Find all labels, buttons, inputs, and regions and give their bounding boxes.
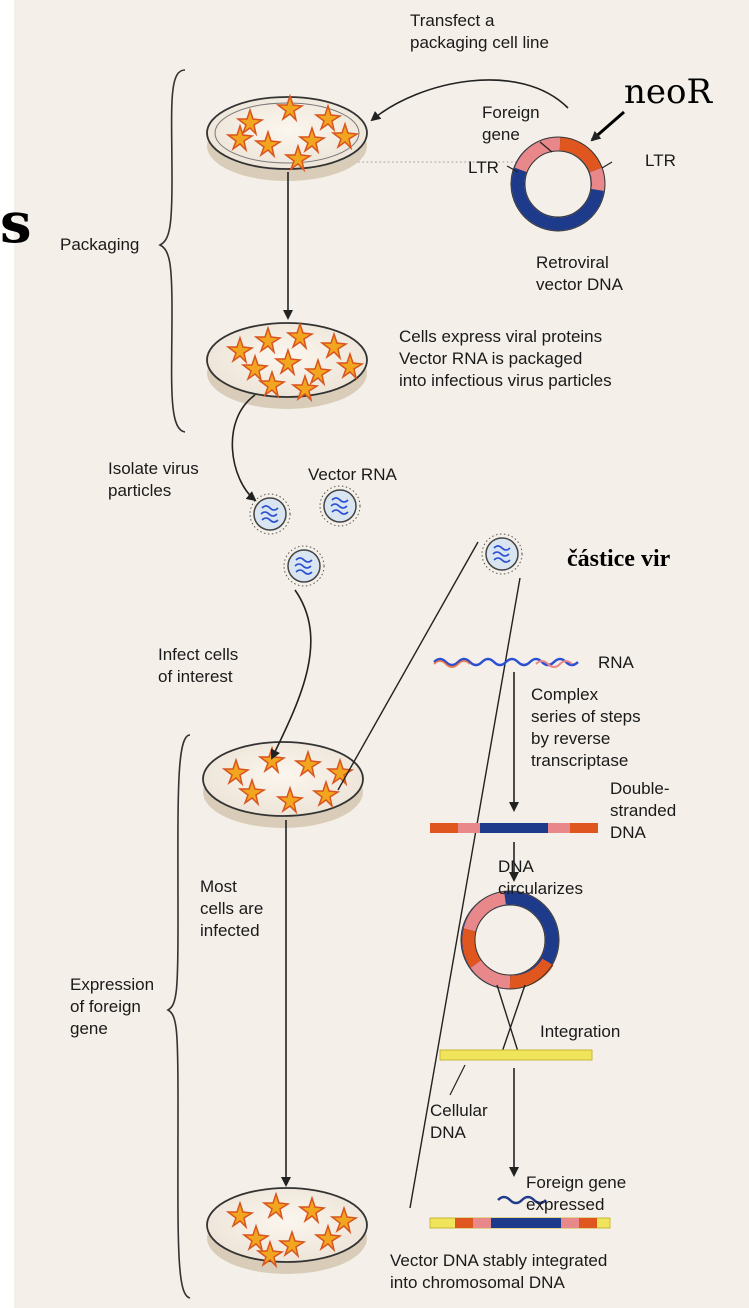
isolate-virus-label: Isolate virus particles <box>108 458 199 502</box>
culture-dish-icon <box>207 1188 367 1274</box>
foreign-gene-expressed-label: Foreign gene expressed <box>526 1172 626 1216</box>
plasmid-icon <box>511 137 605 231</box>
dna-strand-icon <box>440 1050 592 1060</box>
expression-label: Expression of foreign gene <box>70 974 154 1040</box>
vector-rna-label: Vector RNA <box>308 464 397 486</box>
packaging-brace <box>160 70 185 432</box>
integration-label: Integration <box>540 1021 620 1043</box>
virus-particle-icon <box>482 534 522 574</box>
expression-brace <box>168 735 190 1298</box>
plasmid-icon <box>461 891 559 989</box>
virus-particle-icon <box>320 486 360 526</box>
dna-strand-icon <box>430 823 598 833</box>
most-cells-label: Most cells are infected <box>200 876 263 942</box>
ltr-left-label: LTR <box>468 157 499 179</box>
foreign-gene-label: Foreign gene <box>482 102 540 146</box>
cells-express-label: Cells express viral proteins Vector RNA … <box>399 326 612 392</box>
neor-label: neoR <box>624 72 712 112</box>
ltr-right-label: LTR <box>645 150 676 172</box>
double-stranded-label: Double- stranded DNA <box>610 778 676 844</box>
packaging-label: Packaging <box>60 234 139 256</box>
castice-label: částice vir <box>567 546 670 573</box>
vector-dna-integrated-label: Vector DNA stably integrated into chromo… <box>390 1250 607 1294</box>
complex-steps-label: Complex series of steps by reverse trans… <box>531 684 641 772</box>
dna-circularizes-label: DNA circularizes <box>498 856 583 900</box>
transfect-label: Transfect a packaging cell line <box>410 10 549 54</box>
virus-particle-icon <box>284 546 324 586</box>
dna-strand-icon <box>430 1218 610 1228</box>
cellular-dna-label: Cellular DNA <box>430 1100 488 1144</box>
culture-dish-icon <box>203 742 363 828</box>
rna-label: RNA <box>598 652 634 674</box>
infect-cells-label: Infect cells of interest <box>158 644 238 688</box>
virus-particle-icon <box>250 494 290 534</box>
retroviral-vector-label: Retroviral vector DNA <box>536 252 623 296</box>
cut-off-letter: s <box>0 190 32 256</box>
